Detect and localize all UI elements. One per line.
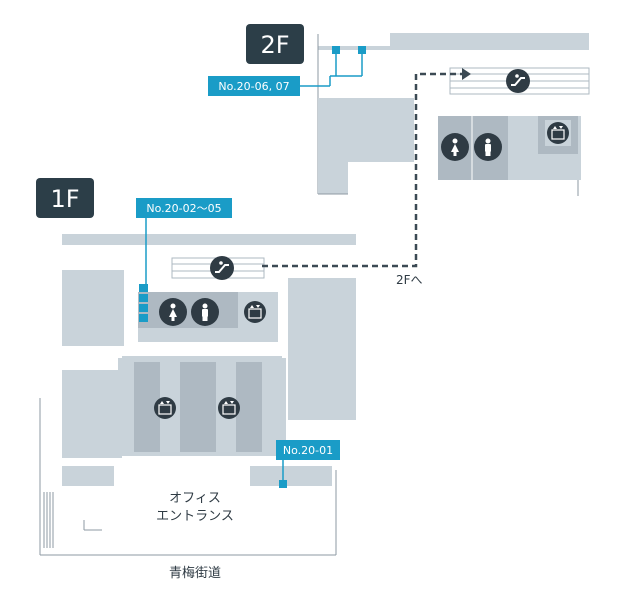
location-text-1f-a: No.20-02〜05 [146,202,221,215]
stairs [43,492,54,548]
location-text-1f-b: No.20-01 [283,444,333,457]
elevator-icon [218,397,240,419]
elevator-icon [154,397,176,419]
marker-1f-b [279,460,287,488]
floor-label-2f: 2F [260,31,289,59]
restroom-male-icon [191,298,219,326]
escalator-icon [506,69,530,93]
elevator-icon [547,122,569,144]
location-label-2f: No.20-06, 07 [208,76,300,96]
route-arrow [462,68,471,80]
restroom-male-icon [474,133,502,161]
escalator-icon [210,256,234,280]
entrance-label-line2: エントランス [156,509,234,524]
route-label: 2Fへ [396,273,423,287]
marker-1f-a [139,218,148,322]
floor-badge-2f: 2F [246,24,304,64]
floor-1f-plan [39,234,356,556]
restroom-female-icon [159,298,187,326]
floor-2f-plan [317,33,590,196]
elevator-icon [244,301,266,323]
location-text-2f: No.20-06, 07 [218,80,289,93]
floor-badge-1f: 1F [36,178,94,218]
floor-label-1f: 1F [50,185,79,213]
route-to-2f [262,72,464,268]
marker-2f [300,46,366,87]
location-label-1f-b: No.20-01 [276,440,340,460]
location-label-1f-a: No.20-02〜05 [136,198,232,218]
restroom-female-icon [441,133,469,161]
entrance-label-line1: オフィス [169,491,221,506]
street-label: 青梅街道 [169,566,221,581]
